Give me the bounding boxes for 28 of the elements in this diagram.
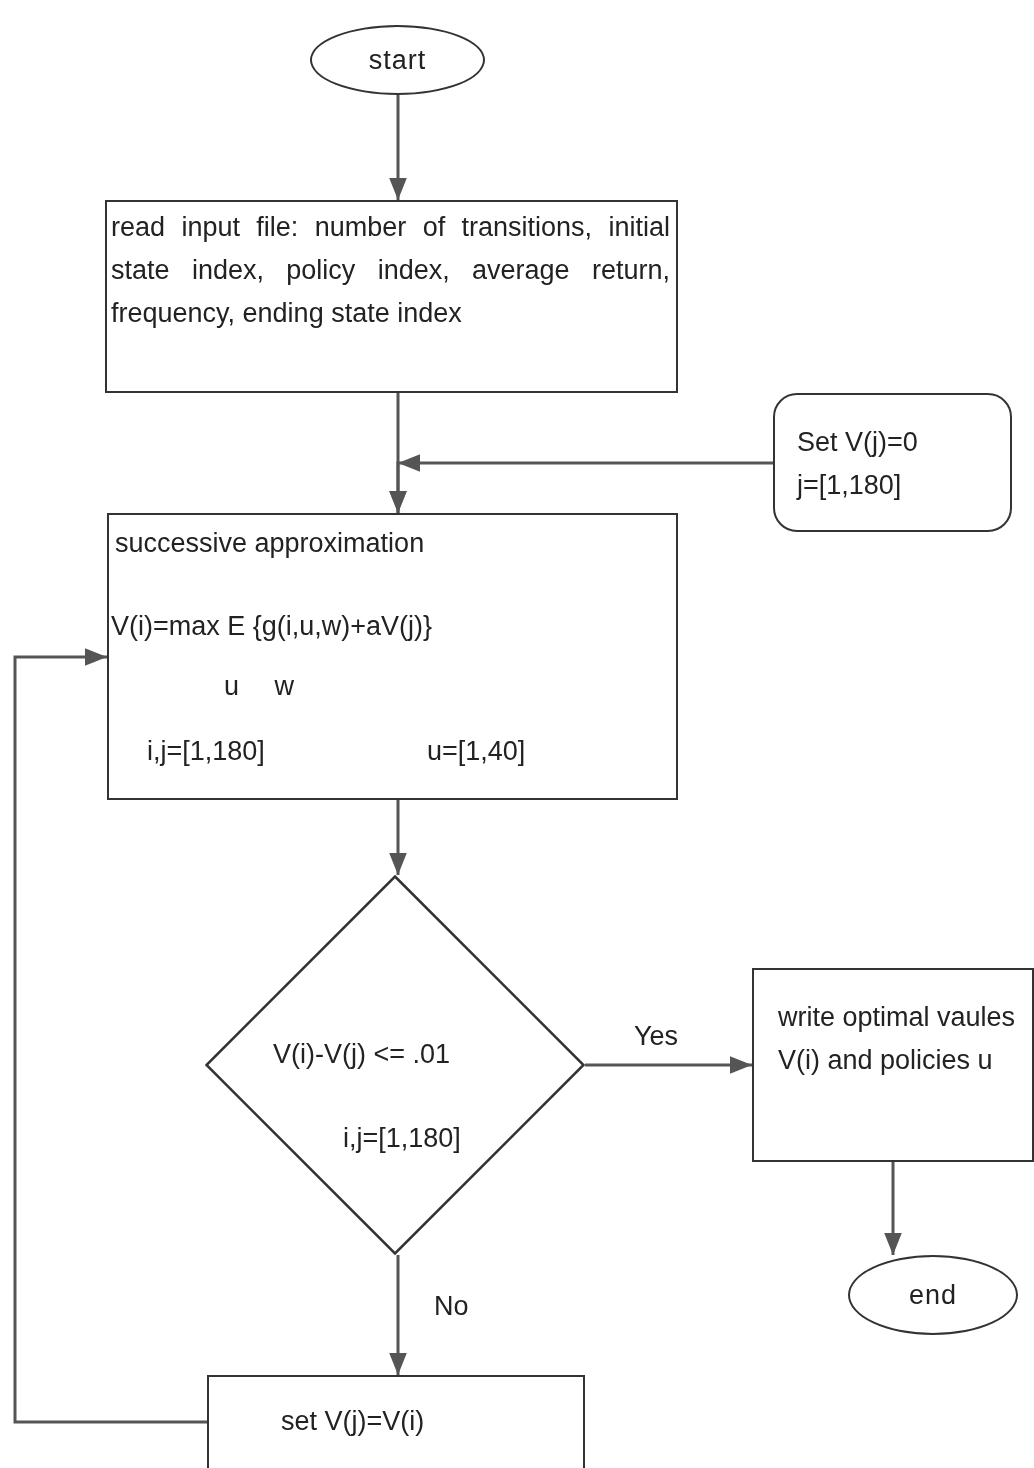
- process-box: [105, 200, 678, 393]
- terminal-label: end: [908, 1279, 958, 1311]
- terminal-label: start: [368, 44, 427, 76]
- subscript-text: u w: [224, 670, 295, 703]
- process-box: [207, 1375, 585, 1468]
- decision-diamond: [205, 875, 585, 1255]
- end-terminal: [848, 1255, 1018, 1335]
- box-text: write optimal vaules V(i) and policies u: [778, 1001, 1017, 1077]
- formula-text: V(i)=max E {g(i,u,w)+aV(j)}: [111, 610, 433, 643]
- start-terminal: [310, 25, 485, 95]
- arrow: [389, 454, 773, 513]
- arrow: [389, 800, 407, 875]
- arrow: [13, 648, 207, 1424]
- arrow: [389, 95, 407, 200]
- box-text: set V(j)=V(i): [281, 1405, 425, 1438]
- range-text: i,j=[1,180]: [147, 735, 265, 768]
- box-text: read input file: number of transitions, initial state index, policy index, average return, frequency, ending state index: [111, 211, 670, 330]
- arrow: [884, 1162, 902, 1255]
- output-box: [752, 968, 1034, 1162]
- arrow: [585, 1056, 752, 1074]
- arrow: [389, 1255, 407, 1375]
- range-text: i,j=[1,180]: [343, 1122, 461, 1155]
- process-box: [773, 393, 1012, 532]
- range-text: u=[1,40]: [427, 735, 526, 768]
- box-text: Set V(j)=0 j=[1,180]: [797, 426, 919, 502]
- process-box: [107, 513, 678, 800]
- condition-text: V(i)-V(j) <= .01: [273, 1038, 451, 1071]
- heading-text: successive approximation: [115, 527, 425, 560]
